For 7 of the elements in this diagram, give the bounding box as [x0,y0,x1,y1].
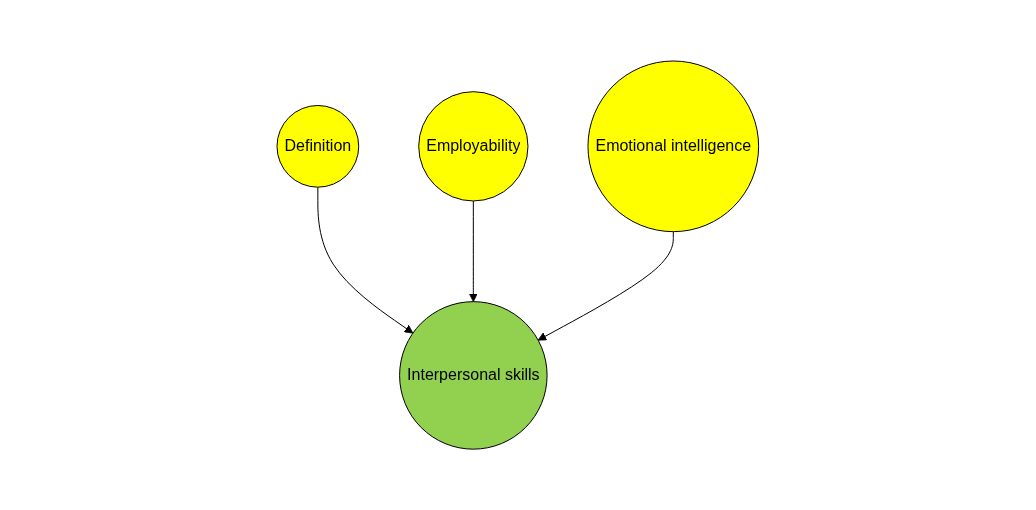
node-circle: Definition [276,104,360,188]
node-circle: Interpersonal skills [399,301,548,450]
arrow [317,186,414,334]
node-circle: Emotional intelligence [587,60,760,233]
node-circle: Employability [418,91,529,202]
arrow [537,231,674,341]
arrow [469,200,478,302]
